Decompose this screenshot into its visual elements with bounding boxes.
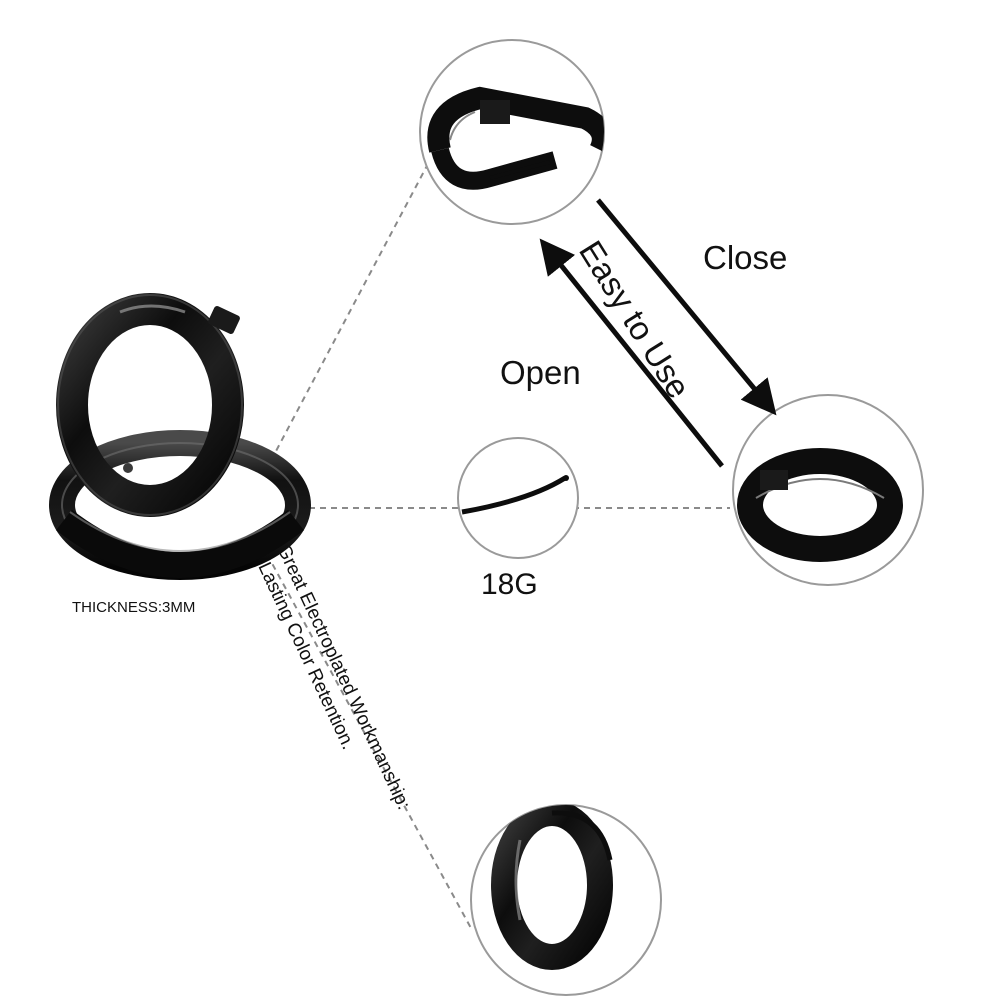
close-arrow xyxy=(596,198,777,416)
gauge-label: 18G xyxy=(481,568,538,601)
connector-top xyxy=(265,159,431,471)
open-label: Open xyxy=(500,354,581,391)
hoop-side-view-icon xyxy=(491,805,613,970)
connector-lines xyxy=(261,159,730,931)
detail-circle-finish xyxy=(470,804,662,996)
close-label: Close xyxy=(703,239,787,276)
workmanship-label: Great Electroplated Workmanship: xyxy=(272,541,414,813)
open-hoop-hinge-icon xyxy=(427,86,604,190)
connector-bottom xyxy=(261,544,473,931)
hoop-wire-gauge-icon xyxy=(461,475,569,515)
detail-circle-open xyxy=(419,39,605,225)
open-arrow xyxy=(539,238,724,468)
closed-hoop-icon xyxy=(737,448,903,562)
easy-to-use-label: Easy to Use xyxy=(572,234,698,404)
hoop-earring-pair-icon xyxy=(49,293,311,580)
detail-circle-gauge xyxy=(457,437,579,559)
detail-circle-closed xyxy=(732,394,924,586)
open-close-arrows xyxy=(539,198,777,468)
thickness-label: THICKNESS:3MM xyxy=(72,599,195,616)
